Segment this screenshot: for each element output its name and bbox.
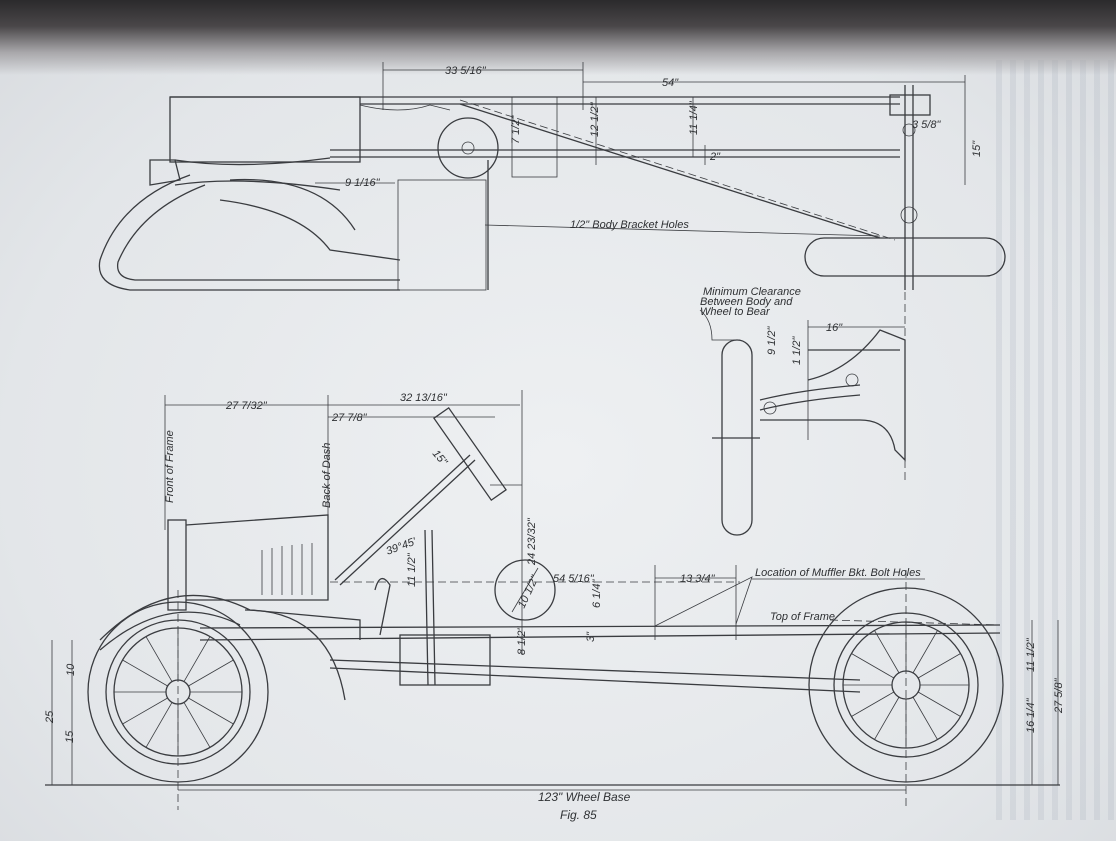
dim-24-label: 24 23/32" (526, 517, 538, 566)
wheel-spoke (183, 702, 211, 748)
wheel-spoke (145, 636, 173, 682)
dim-11h-label: 11 1/2" (406, 552, 418, 587)
dim-27-7-8-label: 27 7/8" (331, 412, 368, 424)
dim-13-label: 13 3/4" (680, 573, 716, 585)
wheel-spoke (851, 691, 895, 717)
dim-8h-label: 8 1/2" (516, 626, 528, 655)
wheel-spoke (912, 696, 938, 740)
wheel-spoke (188, 697, 234, 725)
dim-1h-label: 1 1/2" (791, 336, 803, 365)
wheel-spoke (874, 696, 900, 740)
clearance-note-line-2: Between Body and (700, 296, 793, 308)
dim-15-steering-label: 15" (430, 448, 450, 469)
wheel-spoke (917, 691, 961, 717)
wheel-base-label: 123" Wheel Base (538, 790, 631, 804)
dim-16-label: 16" (826, 322, 843, 334)
clearance-note-line-3: Wheel to Bear (700, 306, 771, 318)
wheel-spoke (188, 659, 234, 687)
muffler-note: Location of Muffler Bkt. Bolt Holes (755, 567, 921, 579)
dim-16q-label: 16 1/4" (1025, 697, 1037, 733)
dim-27-7-32-label: 27 7/32" (225, 400, 268, 412)
dim-32-13-16-label: 32 13/16" (400, 392, 448, 404)
dim-54-label: 54 5/16" (553, 573, 595, 585)
wheel-spoke (874, 630, 900, 674)
dim-15b-label: 15 (64, 730, 76, 743)
wheel-spoke (183, 636, 211, 682)
wheel-spoke (917, 653, 961, 679)
dim-25-label: 25 (44, 710, 56, 724)
front-of-frame-label: Front of Frame (164, 430, 176, 503)
top-of-frame-label: Top of Frame (770, 611, 835, 623)
show-through-text (996, 60, 1116, 820)
wheel-spoke (122, 659, 168, 687)
scan-shadow (0, 0, 1116, 75)
dim-7h-label: 7 1/2" (510, 115, 522, 144)
dim-9h-label: 9 1/2" (766, 326, 778, 355)
dim-3-5-8-label: 3 5/8" (912, 119, 941, 131)
dim-10-label: 10 (65, 663, 77, 676)
wheel-spoke (912, 630, 938, 674)
body-bracket-holes-note: 1/2" Body Bracket Holes (570, 219, 689, 231)
clearance-note-line-1: Minimum Clearance (703, 286, 801, 298)
dim-27-5-8-label: 27 5/8" (1053, 677, 1065, 714)
dim-11h-right-label: 11 1/2" (1025, 637, 1037, 672)
front-view: Minimum Clearance Between Body and Wheel… (699, 280, 906, 536)
dim-6q-label: 6 1/4" (591, 579, 603, 608)
dim-33-label: 33 5/16" (445, 65, 487, 77)
wheel-spoke (145, 702, 173, 748)
dim-9-1-16-label: 9 1/16" (345, 177, 381, 189)
dim-54-label: 54" (662, 77, 679, 89)
dim-11q-label: 11 1/4" (688, 100, 700, 135)
back-of-dash-label: Back of Dash (321, 443, 333, 508)
figure-caption: Fig. 85 (560, 808, 597, 822)
wheel-spoke (122, 697, 168, 725)
dim-2-label: 2" (709, 151, 721, 163)
plan-view: 33 5/16" 54" 11 1/4" 12 1/2" 7 1/2" 3 5/… (98, 62, 1006, 291)
dim-12h-label: 12 1/2" (589, 101, 601, 137)
side-view: 27 7/32" 32 13/16" 27 7/8" Front of Fram… (44, 390, 1065, 822)
dim-15-label: 15" (971, 140, 983, 157)
wheel-spoke (851, 653, 895, 679)
dim-10h-label: 10 1/2" (516, 573, 542, 610)
